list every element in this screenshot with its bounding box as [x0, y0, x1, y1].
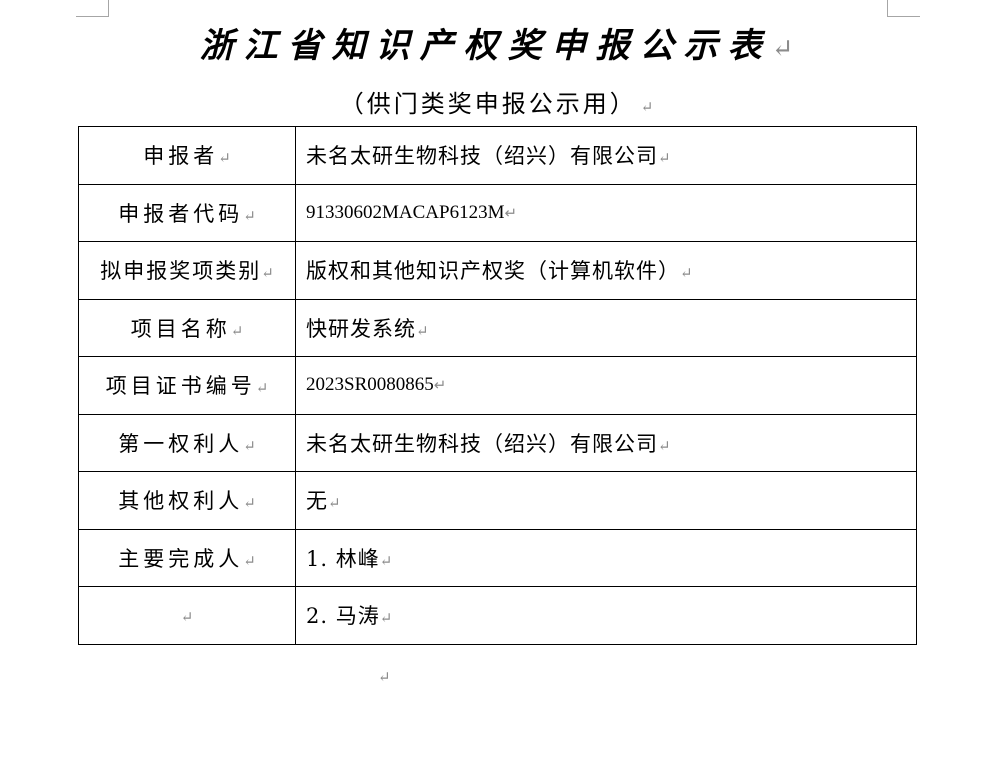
paragraph-mark-icon: ↵: [180, 608, 194, 627]
paragraph-mark-icon: ↵: [680, 264, 693, 283]
page-corner-mark-top-right: [887, 0, 920, 17]
table-row: 项目名称↵ 快研发系统↵: [78, 298, 917, 357]
field-label[interactable]: 申报者↵: [78, 126, 296, 185]
paragraph-mark-icon: ↵: [640, 98, 654, 116]
paragraph-mark-icon: ↵: [379, 609, 393, 628]
field-value[interactable]: 无↵: [295, 471, 917, 530]
table-row: 申报者代码↵ 91330602MACAP6123M↵: [78, 183, 917, 242]
paragraph-mark-icon: ↵: [243, 206, 256, 225]
field-value[interactable]: 1. 林峰↵: [295, 528, 917, 587]
field-value[interactable]: 未名太研生物科技（绍兴）有限公司↵: [295, 413, 917, 472]
field-label[interactable]: 申报者代码↵: [78, 183, 296, 242]
document-subtitle: （供门类奖申报公示用）↵: [0, 88, 993, 123]
paragraph-mark-icon: ↵: [230, 321, 244, 340]
title-text: 浙江省知识产权奖申报公示表: [199, 26, 772, 66]
field-value[interactable]: 快研发系统↵: [295, 298, 917, 357]
table-row: 申报者↵ 未名太研生物科技（绍兴）有限公司↵: [78, 126, 917, 185]
document-title: 浙江省知识产权奖申报公示表↵: [0, 26, 993, 69]
field-label[interactable]: 拟申报奖项类别↵: [78, 241, 296, 300]
table-row: 项目证书编号↵ 2023SR0080865↵: [78, 356, 917, 415]
announcement-table: 申报者↵ 未名太研生物科技（绍兴）有限公司↵ 申报者代码↵ 91330602MA…: [78, 126, 917, 645]
field-value[interactable]: 2023SR0080865↵: [295, 356, 917, 415]
table-row: 第一权利人↵ 未名太研生物科技（绍兴）有限公司↵: [78, 413, 917, 472]
table-row: 其他权利人↵ 无↵: [78, 471, 917, 530]
field-value[interactable]: 2. 马涛↵: [295, 586, 917, 645]
field-label[interactable]: 项目名称↵: [78, 298, 296, 357]
paragraph-mark-icon: ↵: [243, 551, 256, 570]
page-corner-mark-top-left: [76, 0, 109, 17]
paragraph-mark-icon: ↵: [261, 264, 274, 283]
subtitle-text: （供门类奖申报公示用）: [339, 90, 637, 118]
paragraph-mark-icon: ↵: [378, 668, 391, 686]
paragraph-mark-icon: ↵: [658, 149, 671, 168]
paragraph-mark-icon: ↵: [433, 378, 447, 395]
paragraph-mark-icon: ↵: [243, 436, 256, 455]
paragraph-mark-icon: ↵: [379, 551, 393, 570]
paragraph-mark-icon: ↵: [255, 379, 269, 398]
paragraph-mark-icon: ↵: [416, 321, 429, 340]
paragraph-mark-icon: ↵: [328, 494, 341, 513]
field-label[interactable]: 第一权利人↵: [78, 413, 296, 472]
paragraph-mark-icon: ↵: [504, 205, 518, 222]
paragraph-mark-icon: ↵: [771, 34, 794, 64]
field-value[interactable]: 91330602MACAP6123M↵: [295, 183, 917, 242]
field-label[interactable]: 主要完成人↵: [78, 528, 296, 587]
paragraph-mark-icon: ↵: [658, 436, 671, 455]
field-label[interactable]: 项目证书编号↵: [78, 356, 296, 415]
paragraph-mark-icon: ↵: [218, 149, 231, 168]
field-label[interactable]: ↵: [78, 586, 296, 645]
field-value[interactable]: 版权和其他知识产权奖（计算机软件）↵: [295, 241, 917, 300]
paragraph-mark-icon: ↵: [243, 494, 256, 513]
table-row: 拟申报奖项类别↵ 版权和其他知识产权奖（计算机软件）↵: [78, 241, 917, 300]
field-value[interactable]: 未名太研生物科技（绍兴）有限公司↵: [295, 126, 917, 185]
table-row: 主要完成人↵ 1. 林峰↵: [78, 528, 917, 587]
table-row: ↵ 2. 马涛↵: [78, 586, 917, 645]
field-label[interactable]: 其他权利人↵: [78, 471, 296, 530]
